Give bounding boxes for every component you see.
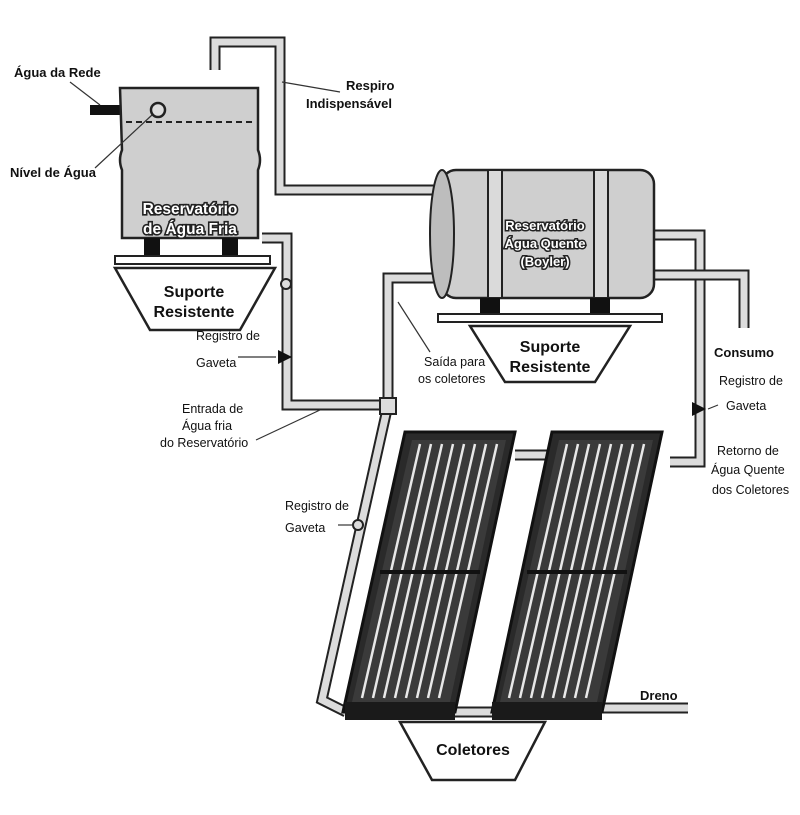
collectors-support: Coletores [397, 720, 548, 782]
collector-feed-pipe [315, 403, 394, 717]
gate-valve-icon [352, 519, 364, 531]
consumo-label: Consumo [714, 345, 774, 360]
cold-support-label-1: Suporte [164, 284, 225, 301]
respiro-label-1: Respiro [346, 78, 394, 93]
retorno-label-1: Retorno de [717, 444, 779, 458]
hot-tank-label-1: Reservatório [505, 218, 585, 233]
coletores-label: Coletores [436, 742, 510, 759]
cold-water-pipe [262, 232, 440, 411]
registro-c-label-1: Registro de [285, 499, 349, 513]
respiro-label-2: Indispensável [306, 96, 392, 111]
entrada-label-2: Água fria [182, 418, 232, 433]
registro-a-label-2: Gaveta [196, 356, 236, 370]
registro-c-label-2: Gaveta [285, 521, 325, 535]
pipe-network [90, 36, 750, 718]
cold-water-tank: Reservatório de Água Fria [118, 86, 262, 256]
hot-water-tank: Reservatório Água Quente (Boyler) [429, 168, 656, 314]
gate-valve-icon [278, 350, 292, 364]
vent-pipe [209, 36, 442, 196]
check-valve-icon [280, 278, 292, 290]
hot-tank-label-2: Água Quente [505, 236, 586, 251]
cold-support-label-2: Resistente [154, 304, 235, 321]
retorno-label-3: dos Coletores [712, 483, 789, 497]
hot-support-label-2: Resistente [510, 359, 591, 376]
hot-water-outlet-pipe [655, 229, 750, 468]
registro-b-label-2: Gaveta [726, 399, 766, 413]
hot-tank-support: Suporte Resistente [437, 313, 663, 384]
nivel-de-agua-label: Nível de Água [10, 165, 97, 180]
entrada-label-3: do Reservatório [160, 436, 248, 450]
registro-b-label-1: Registro de [719, 374, 783, 388]
callout-labels: Água da Rede Nível de Água Respiro Indis… [10, 65, 789, 703]
solar-collectors: Coletores [341, 430, 664, 782]
cold-tank-label-1: Reservatório [143, 201, 238, 218]
saida-label-1: Saída para [424, 355, 485, 369]
gate-valve-icon [692, 402, 706, 416]
registro-a-label-1: Registro de [196, 329, 260, 343]
dreno-label: Dreno [640, 688, 678, 703]
cold-tank-support: Suporte Resistente [112, 255, 278, 332]
saida-label-2: os coletores [418, 372, 485, 386]
hot-tank-label-3: (Boyler) [520, 254, 569, 269]
entrada-label-1: Entrada de [182, 402, 243, 416]
agua-da-rede-label: Água da Rede [14, 65, 101, 80]
hot-support-label-1: Suporte [520, 339, 581, 356]
collector-panel-left [341, 430, 517, 720]
gate-valves [278, 278, 706, 531]
retorno-label-2: Água Quente [711, 462, 785, 477]
leader-lines [69, 81, 719, 526]
collector-panel-right [490, 430, 664, 720]
cold-tank-label-2: de Água Fria [143, 221, 237, 238]
